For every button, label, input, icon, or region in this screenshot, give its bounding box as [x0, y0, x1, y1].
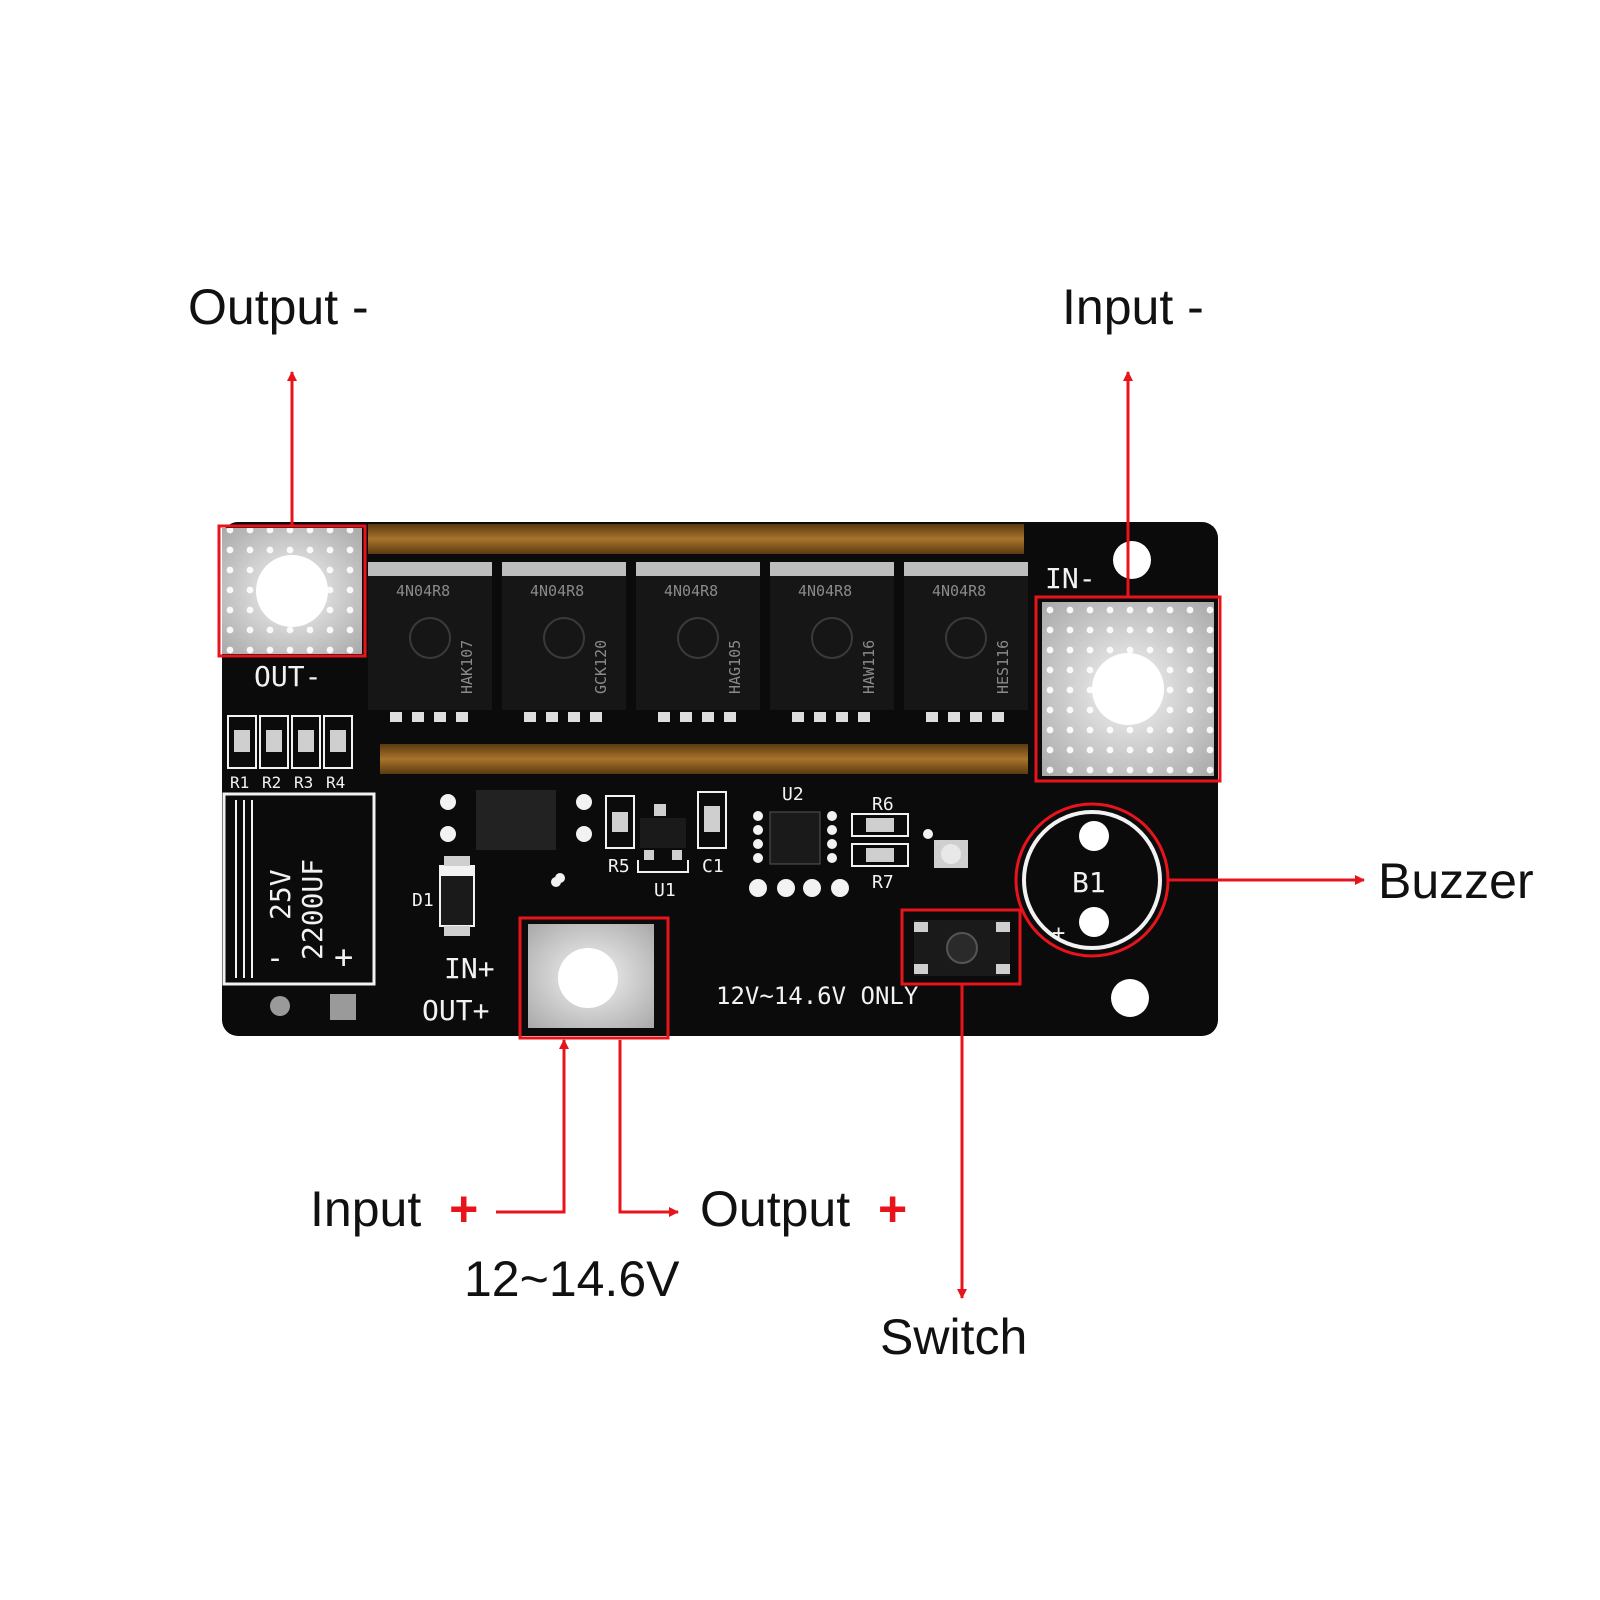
cap-minus-mark: - [266, 941, 284, 976]
buzzer-plus-silk: + [1052, 921, 1065, 946]
in-plus-silk: IN+ [444, 952, 495, 985]
u2-silk: U2 [782, 784, 804, 805]
resistor-label: R1 [230, 773, 249, 792]
mosfet-code: 4N04R8 [664, 582, 718, 600]
cap-lead-minus [270, 996, 290, 1016]
capacitor-c1 [697, 791, 727, 849]
resistor: R4 [323, 715, 353, 792]
resistor-label: R3 [294, 773, 313, 792]
diode-d1 [439, 856, 475, 936]
resistor: R3 [291, 715, 321, 792]
label-input-minus: Input - [1062, 279, 1204, 335]
regulator-chip [440, 790, 592, 883]
cap-rating-capacitance: 2200UF [296, 859, 329, 960]
status-led [934, 840, 968, 868]
mount-hole-bottom-right [1111, 979, 1149, 1017]
in-plus-out-plus-pad [528, 924, 654, 1028]
out-plus-silk: OUT+ [422, 994, 489, 1027]
mosfet-row: 4N04R8HAK1074N04R8GCK1204N04R8HAG1054N04… [368, 562, 1028, 722]
ic-u2 [749, 811, 849, 897]
voltage-note-silk: 12V~14.6V ONLY [716, 982, 919, 1010]
in-minus-silk: IN- [1045, 562, 1096, 595]
mosfet-lot: HAW116 [860, 640, 878, 694]
c1-silk: C1 [702, 856, 724, 877]
mosfet-code: 4N04R8 [530, 582, 584, 600]
mosfet-code: 4N04R8 [396, 582, 450, 600]
resistor-label: R4 [326, 773, 345, 792]
resistor-r5 [605, 795, 635, 849]
mosfet-code: 4N04R8 [798, 582, 852, 600]
u1-silk: U1 [654, 880, 676, 901]
cap-rating-voltage: 25V [264, 869, 297, 920]
label-input-plus-text: Input [310, 1181, 421, 1237]
label-buzzer: Buzzer [1378, 853, 1534, 909]
buzzer-b1 [1022, 810, 1162, 950]
resistor-label: R2 [262, 773, 281, 792]
copper-bar-top [368, 524, 1024, 554]
cap-lead-plus [330, 994, 356, 1020]
pcb-board: 4N04R8HAK1074N04R8GCK1204N04R8HAG1054N04… [222, 522, 1218, 1036]
mosfet-lot: HAG105 [726, 640, 744, 694]
arrow-output-plus [618, 1040, 679, 1217]
resistor-array: R1 R2 R3 R4 [227, 715, 353, 792]
label-input-plus: Input + [310, 1181, 478, 1237]
label-voltage: 12~14.6V [464, 1251, 680, 1307]
mosfet-lot: GCK120 [592, 640, 610, 694]
b1-silk: B1 [1072, 866, 1106, 899]
mount-hole-top-right [1113, 541, 1151, 579]
mosfet-code: 4N04R8 [932, 582, 986, 600]
label-switch: Switch [880, 1309, 1027, 1365]
label-output-plus-text: Output [700, 1181, 850, 1237]
arrow-input-plus [496, 1039, 569, 1214]
copper-bar-bottom [380, 744, 1028, 774]
d1-silk: D1 [412, 890, 434, 911]
label-output-plus: Output + [700, 1181, 907, 1237]
cap-plus-mark: + [334, 938, 353, 976]
resistor: R1 [227, 715, 257, 792]
box-in-out-plus [518, 916, 670, 1040]
r6-silk: R6 [872, 794, 894, 815]
r5-silk: R5 [608, 856, 630, 877]
label-input-plus-sign: + [449, 1181, 478, 1237]
via-dot [551, 877, 561, 887]
in-minus-pad [1042, 602, 1214, 776]
resistors-r6-r7 [851, 813, 933, 867]
annotation-arrows [287, 371, 1365, 1299]
capacitor-2200uf: 25V 2200UF - + [222, 792, 376, 986]
tactile-switch [914, 920, 1010, 976]
label-output-plus-sign: + [878, 1181, 907, 1237]
ic-u1 [637, 804, 689, 873]
resistor: R2 [259, 715, 289, 792]
r7-silk: R7 [872, 872, 894, 893]
mosfet-lot: HES116 [994, 640, 1012, 694]
out-minus-pad [222, 528, 362, 654]
label-output-minus: Output - [188, 279, 369, 335]
mosfet-lot: HAK107 [458, 640, 476, 694]
out-minus-silk: OUT- [254, 660, 321, 693]
